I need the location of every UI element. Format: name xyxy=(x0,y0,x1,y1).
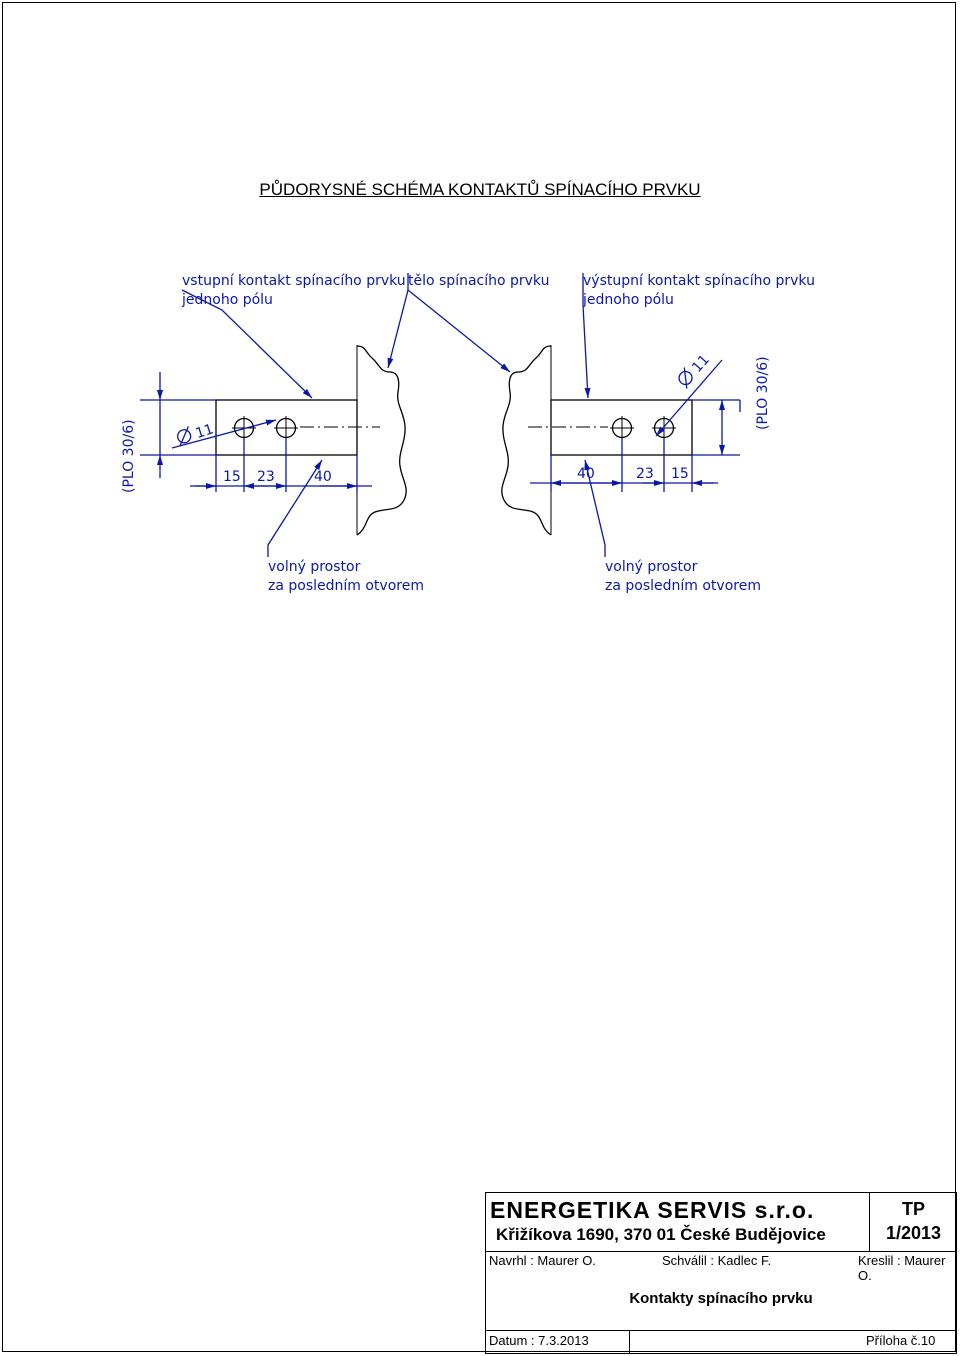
free-space-right-label-2: za posledním otvorem xyxy=(605,578,761,594)
doc-type: TP xyxy=(901,1199,925,1219)
approved-by: Schválil : Kadlec F. xyxy=(662,1253,772,1268)
body-label: tělo spínacího prvku xyxy=(408,273,549,289)
drawing-title: PŮDORYSNÉ SCHÉMA KONTAKTŮ SPÍNACÍHO PRVK… xyxy=(259,180,701,199)
title-block-divider-h2 xyxy=(486,1330,956,1331)
output-contact-label-2: jednoho pólu xyxy=(582,292,674,308)
right-dim-40: 40 xyxy=(577,466,595,482)
attachment-number: Příloha č.10 xyxy=(866,1333,936,1348)
free-space-left-label-1: volný prostor xyxy=(268,559,361,575)
left-profile-text: (PLO 30/6) xyxy=(121,419,137,493)
drawing-date: Datum : 7.3.2013 xyxy=(489,1333,589,1348)
left-diameter-icon xyxy=(176,429,192,444)
company-name: ENERGETIKA SERVIS s.r.o. xyxy=(490,1197,815,1223)
body-leader-right xyxy=(407,289,511,373)
free-space-left-label-2: za posledním otvorem xyxy=(268,578,424,594)
right-dim-23: 23 xyxy=(636,466,654,482)
free-space-right-leader xyxy=(584,459,606,557)
left-diameter-leader xyxy=(171,419,277,449)
drawn-by: Kreslil : Maurer O. xyxy=(858,1253,946,1283)
left-dim-23: 23 xyxy=(257,469,275,485)
right-diameter-text: 11 xyxy=(689,352,713,376)
right-dim-15: 15 xyxy=(671,466,689,482)
left-dim-15: 15 xyxy=(223,469,241,485)
right-body-break xyxy=(501,345,552,536)
contact-schematic: vstupní kontakt spínacího prvku jednoho … xyxy=(121,273,815,594)
title-block: ENERGETIKA SERVIS s.r.o. Křižíkova 1690,… xyxy=(485,1192,957,1354)
output-contact-leader xyxy=(582,273,591,399)
right-diameter-icon xyxy=(678,370,693,386)
output-contact-label-1: výstupní kontakt spínacího prvku xyxy=(583,273,815,289)
left-diameter-text: 11 xyxy=(194,421,216,442)
input-contact-leader xyxy=(181,289,313,399)
doc-number: 1/2013 xyxy=(885,1223,942,1243)
input-contact-label-2: jednoho pólu xyxy=(181,292,273,308)
left-body-break xyxy=(356,345,407,536)
right-diameter-leader xyxy=(655,359,723,437)
title-block-divider-v xyxy=(869,1193,870,1251)
left-diameter-group: 11 xyxy=(176,421,216,447)
designed-by: Navrhl : Maurer O. xyxy=(489,1253,596,1268)
drawing-name: Kontakty spínacího prvku xyxy=(629,1290,813,1307)
title-block-divider-v2 xyxy=(629,1330,630,1353)
company-address: Křižíkova 1690, 370 01 České Budějovice xyxy=(496,1225,826,1244)
free-space-left-leader xyxy=(267,459,323,557)
left-dim-40: 40 xyxy=(314,469,332,485)
right-profile-text: (PLO 30/6) xyxy=(755,356,771,430)
title-block-divider-h1 xyxy=(486,1251,956,1252)
input-contact-label-1: vstupní kontakt spínacího prvku xyxy=(182,273,406,289)
free-space-right-label-1: volný prostor xyxy=(605,559,698,575)
right-diameter-group: 11 xyxy=(678,352,713,389)
